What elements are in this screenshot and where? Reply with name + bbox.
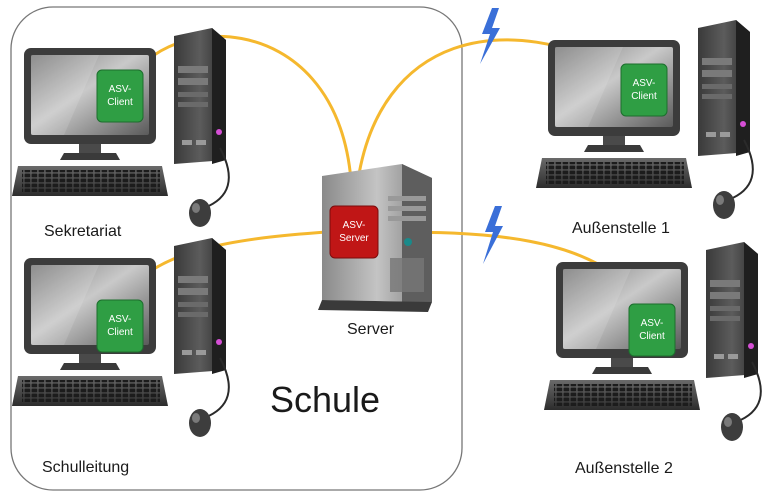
school-boundary: [10, 6, 463, 491]
label-sekretariat: Sekretariat: [44, 223, 122, 240]
asv-client-badge-aussenstelle-2: ASV-Client: [628, 303, 676, 357]
label-aussenstelle-2: Außenstelle 2: [575, 460, 673, 477]
asv-client-badge-sekretariat: ASV-Client: [96, 69, 144, 123]
svg-text:ASV-Client: ASV-Client: [107, 314, 133, 338]
lightning-icon: [480, 8, 500, 64]
label-schulleitung: Schulleitung: [42, 459, 129, 476]
label-server: Server: [347, 321, 395, 338]
label-aussenstelle-1: Außenstelle 1: [572, 220, 670, 237]
svg-text:ASV-Client: ASV-Client: [107, 84, 133, 108]
label-schule: Schule: [270, 379, 380, 420]
computer-aussenstelle-1: [535, 19, 754, 220]
connection-sekretariat: [124, 34, 353, 181]
svg-text:ASV-Client: ASV-Client: [639, 318, 665, 342]
asv-client-badge-aussenstelle-1: ASV-Client: [620, 63, 668, 117]
svg-text:ASV-Client: ASV-Client: [631, 78, 657, 102]
svg-text:ASV-Server: ASV-Server: [339, 220, 369, 244]
asv-client-badge-schulleitung: ASV-Client: [96, 299, 144, 353]
lightning-icon: [483, 206, 503, 264]
computer-sekretariat: [11, 27, 230, 228]
asv-server-badge: ASV-Server: [329, 205, 379, 259]
